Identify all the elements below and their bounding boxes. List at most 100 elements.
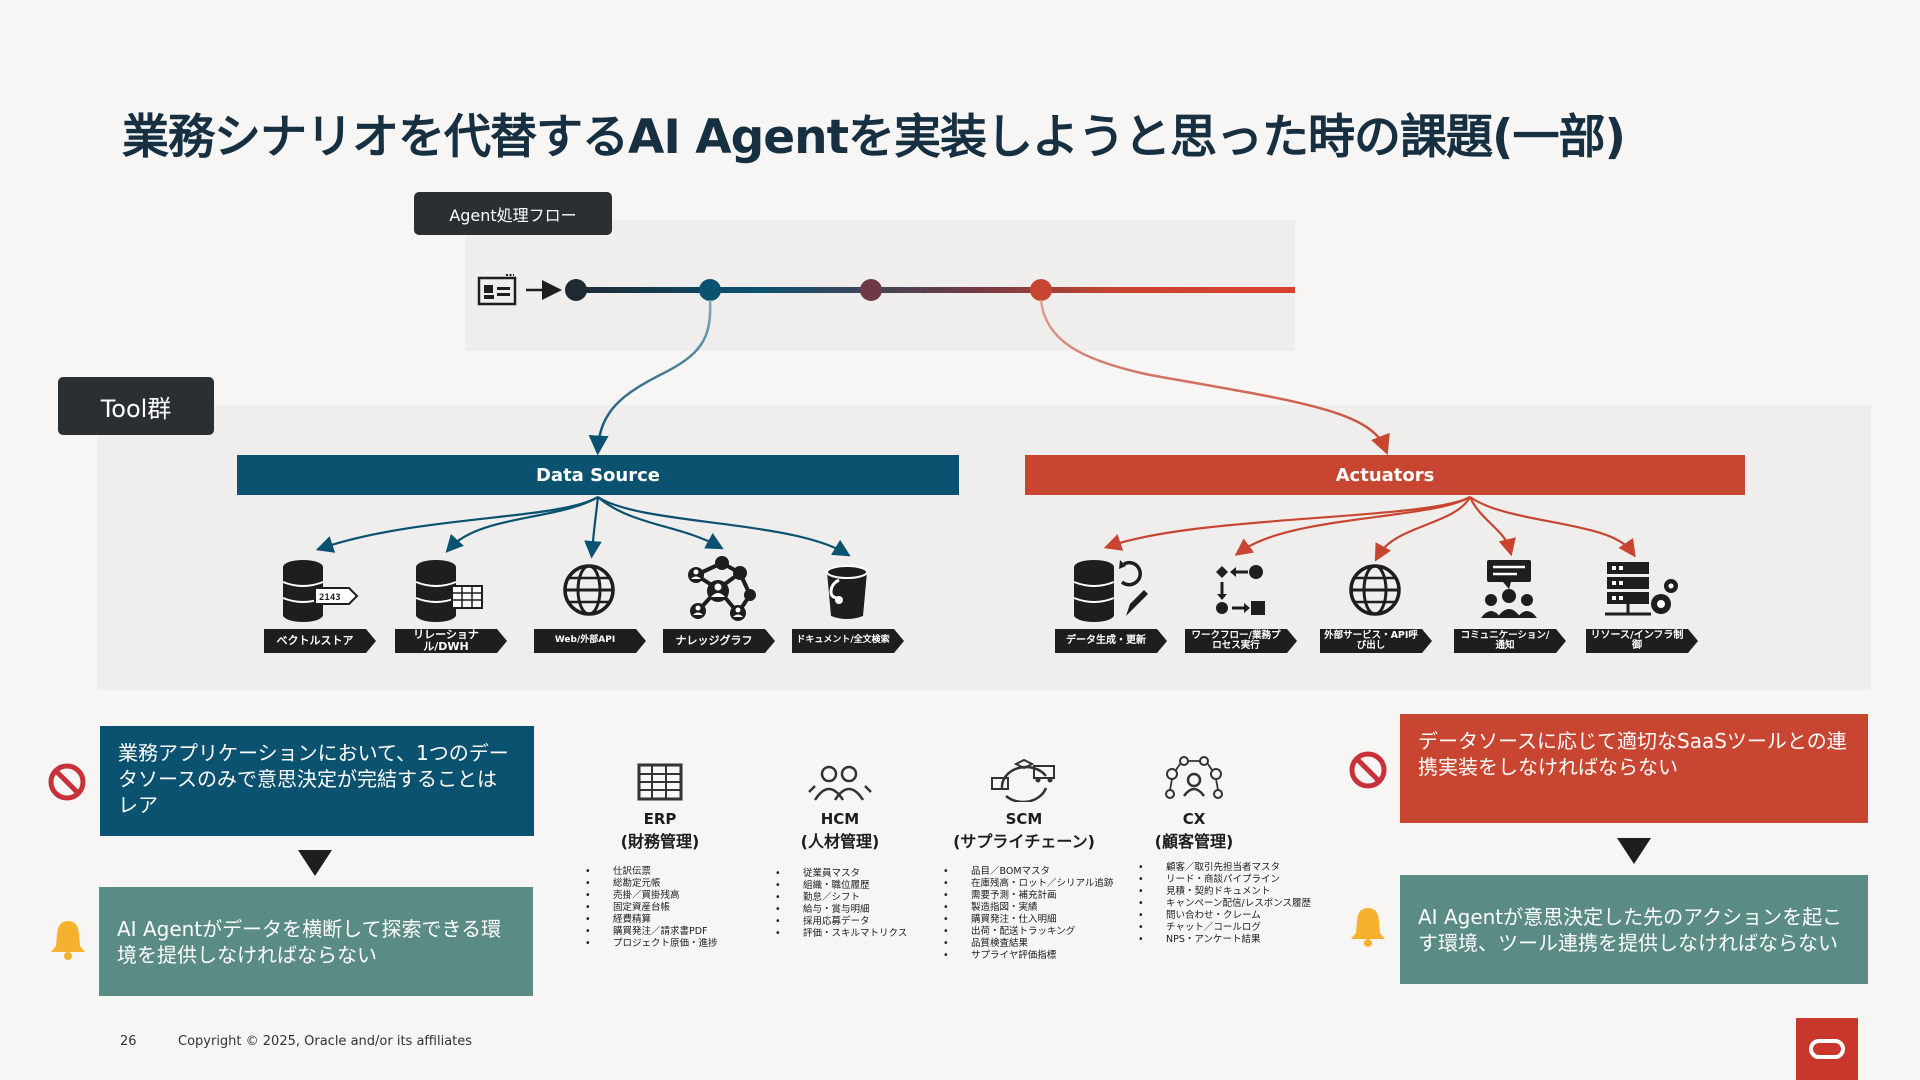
curve-to-data-source [588,299,712,456]
flow-node-reason [860,279,882,301]
tool-label: ワークフロー/業務プロセス実行 [1185,629,1297,653]
page-number: 26 [120,1034,137,1049]
tool-web-api: Web/外部API [534,555,646,653]
tool-label: ベクトルストア [264,629,376,653]
customer-network-icon [1114,750,1274,802]
flow-node-start [565,279,587,301]
tool-label: リソース/インフラ制御 [1586,629,1698,653]
knowledge-graph-icon [663,555,773,625]
app-name: ERP [643,810,677,828]
tool-external-service: 外部サービス・API呼び出し [1320,555,1432,653]
list-item: NPS・アンケート結果 [1138,934,1311,946]
supply-chain-icon [944,750,1104,802]
bell-icon [51,921,85,960]
tool-vector-store: 2143 ベクトルストア [264,555,376,653]
input-card-icon [477,274,517,306]
list-item: 総勘定元帳 [585,878,718,890]
list-item: 在庫残高・ロット／シリアル追跡 [943,878,1113,890]
tool-workflow: ワークフロー/業務プロセス実行 [1185,555,1297,653]
erp-data-list: 仕訳伝票 総勘定元帳 売掛／買掛残高 固定資産台帳 経費精算 購買発注／請求書P… [585,866,718,950]
list-item: 購買発注・仕入明細 [943,914,1113,926]
agent-flow-label: Agent処理フロー [414,192,612,235]
list-item: 採用応募データ [775,916,907,928]
left-problem-box: 業務アプリケーションにおいて、1つのデータソースのみで意思決定が完結することはレ… [100,726,534,836]
actuators-bar: Actuators [1025,455,1745,495]
team-chat-icon [1454,555,1564,625]
tool-label: ナレッジグラフ [663,629,775,653]
app-cx: CX (顧客管理) [1114,750,1274,852]
tool-label: ドキュメント/全文検索 [792,629,904,653]
ledger-icon [580,750,740,802]
list-item: リード・商談パイプライン [1138,874,1311,886]
relational-database-icon [395,555,505,625]
data-source-fanout [315,496,851,559]
list-item: 見積・契約ドキュメント [1138,886,1311,898]
curve-to-actuators [1039,299,1390,455]
tool-relational-dwh: リレーショナル/DWH [395,555,507,653]
list-item: 固定資産台帳 [585,902,718,914]
tool-label: データ生成・更新 [1055,629,1167,653]
tool-knowledge-graph: ナレッジグラフ [663,555,775,653]
hcm-data-list: 従業員マスタ 組織・職位履歴 勤怠／シフト 給与・賞与明細 採用応募データ 評価… [775,868,907,940]
app-subtitle: (顧客管理) [1154,832,1234,851]
list-item: 出荷・配送トラッキング [943,926,1113,938]
tool-label: 外部サービス・API呼び出し [1320,629,1432,653]
list-item: 問い合わせ・クレーム [1138,910,1311,922]
tool-panel [97,405,1871,690]
prohibited-icon [48,763,86,801]
app-subtitle: (財務管理) [620,832,700,851]
app-name: HCM [820,810,860,828]
left-requirement-box: AI Agentがデータを横断して探索できる環境を提供しなければならない [99,887,533,996]
svg-text:2143: 2143 [319,593,341,603]
copyright: Copyright © 2025, Oracle and/or its affi… [178,1034,473,1049]
list-item: 購買発注／請求書PDF [585,926,718,938]
flow-node-act [1030,279,1052,301]
app-erp: ERP (財務管理) [580,750,740,852]
bell-icon [1351,908,1385,947]
page-title: 業務シナリオを代替するAI Agentを実装しようと思った時の課題(一部) [122,110,1626,165]
globe-icon [534,555,644,625]
oracle-logo [1796,1018,1858,1080]
data-source-bar: Data Source [237,455,959,495]
left-down-arrow [298,850,332,876]
tool-document-search: ドキュメント/全文検索 [792,555,904,653]
right-down-arrow [1617,838,1651,864]
app-subtitle: (人材管理) [800,832,880,851]
tool-infra-control: リソース/インフラ制御 [1586,555,1698,653]
flow-node-retrieve [699,279,721,301]
app-subtitle: (サプライチェーン) [953,832,1095,851]
tool-data-update: データ生成・更新 [1055,555,1167,653]
people-icon [760,750,920,802]
document-bucket-icon [792,555,902,625]
globe-icon [1320,555,1430,625]
workflow-icon [1185,555,1295,625]
cx-data-list: 顧客／取引先担当者マスタ リード・商談パイプライン 見積・契約ドキュメント キャ… [1138,862,1311,946]
server-gear-icon [1586,555,1696,625]
tool-group-label: Tool群 [58,377,214,435]
list-item: サプライヤ評価指標 [943,950,1113,962]
list-item: 製造指図・実績 [943,902,1113,914]
right-problem-box: データソースに応じて適切なSaaSツールとの連携実装をしなければならない [1400,714,1868,823]
list-item: 仕訳伝票 [585,866,718,878]
list-item: 勤怠／シフト [775,892,907,904]
app-scm: SCM (サプライチェーン) [944,750,1104,852]
database-update-icon [1055,555,1165,625]
list-item: 需要予測・補充計画 [943,890,1113,902]
list-item: 品目／BOMマスタ [943,866,1113,878]
list-item: 売掛／買掛残高 [585,890,718,902]
list-item: プロジェクト原価・進捗 [585,938,718,950]
list-item: チャット／コールログ [1138,922,1311,934]
list-item: 従業員マスタ [775,868,907,880]
tool-label: リレーショナル/DWH [395,629,507,653]
vector-database-icon: 2143 [264,555,374,625]
oracle-logo-icon [1809,1039,1845,1059]
actuators-fanout [1103,496,1636,562]
scm-data-list: 品目／BOMマスタ 在庫残高・ロット／シリアル追跡 需要予測・補充計画 製造指図… [943,866,1113,962]
list-item: 顧客／取引先担当者マスタ [1138,862,1311,874]
list-item: 品質検査結果 [943,938,1113,950]
app-name: SCM [1005,810,1043,828]
list-item: 経費精算 [585,914,718,926]
right-requirement-box: AI Agentが意思決定した先のアクションを起こす環境、ツール連携を提供しなけ… [1400,875,1868,984]
app-hcm: HCM (人材管理) [760,750,920,852]
